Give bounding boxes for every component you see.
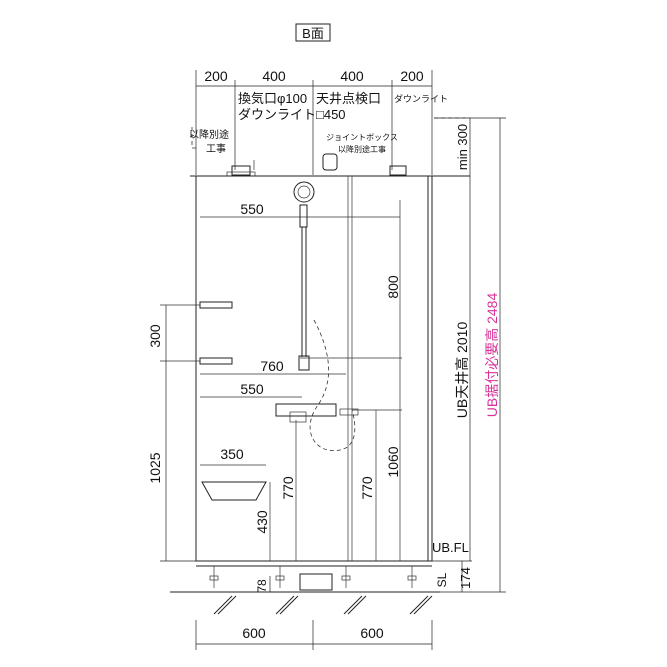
dim-550-mid: 550 (240, 381, 264, 397)
dim-550-top: 550 (240, 201, 264, 217)
ub-ceiling-label: UB天井高 2010 (454, 322, 470, 419)
dim-760: 760 (260, 358, 284, 374)
hatch-size-label: □450 (316, 107, 346, 122)
dim-770-a: 770 (280, 476, 296, 500)
slide-bar-foot (298, 355, 310, 371)
hand-basin (201, 481, 267, 501)
dim-1025-left: 1025 (147, 452, 163, 483)
top-dim-3: 400 (340, 68, 364, 84)
vent-fixture (231, 165, 251, 176)
ub-required-label: UB据付必要高 2484 (484, 293, 500, 418)
top-dim-4: 200 (400, 68, 424, 84)
shower-hose (309, 319, 356, 452)
face-label: B面 (302, 26, 324, 41)
joint-box-label-2: 以降別途工事 (338, 144, 386, 154)
joint-box-label-1: ジョイントボックス (326, 133, 398, 142)
bottom-dim-2: 600 (360, 625, 384, 641)
vent-label: 換気口φ100 (238, 91, 307, 106)
unit-outline (195, 175, 433, 562)
ceiling-hatch-label: 天井点検口 (316, 91, 381, 106)
shower-holder (299, 204, 308, 228)
downlight-fixture (389, 165, 407, 176)
dim-78: 78 (255, 579, 269, 593)
downlight-small-label: ダウンライト (394, 93, 448, 104)
shower-head-inner (297, 185, 311, 199)
face-label-box (295, 23, 331, 42)
faucet-spout (289, 411, 307, 423)
sl-label: SL (435, 572, 449, 587)
floor-feet (209, 566, 417, 588)
separate-work-label-2: 工事 (206, 142, 226, 155)
drain-trap (299, 573, 333, 591)
bottom-dim-1: 600 (242, 625, 266, 641)
min300-label: min 300 (455, 124, 470, 170)
downlight-label: ダウンライト (238, 107, 316, 122)
dim-174: 174 (458, 567, 473, 589)
shelf-lower (199, 357, 233, 365)
top-dim-1: 200 (204, 68, 228, 84)
top-dim-2: 400 (262, 68, 286, 84)
dim-800: 800 (385, 275, 401, 299)
leader-separate-work (191, 127, 196, 149)
dim-430: 430 (254, 510, 270, 534)
dim-770-b: 770 (359, 476, 375, 500)
shelf-upper (199, 301, 233, 309)
dim-1060: 1060 (385, 446, 401, 477)
dim-300-left: 300 (147, 324, 163, 348)
dim-350: 350 (220, 446, 244, 462)
shower-head (293, 181, 315, 203)
separate-work-label-1: 以降別途 (189, 128, 229, 141)
ground-hatch (213, 595, 433, 615)
junction-box (322, 153, 338, 171)
shower-hook (339, 408, 359, 416)
ubfl-label: UB.FL (432, 540, 469, 555)
